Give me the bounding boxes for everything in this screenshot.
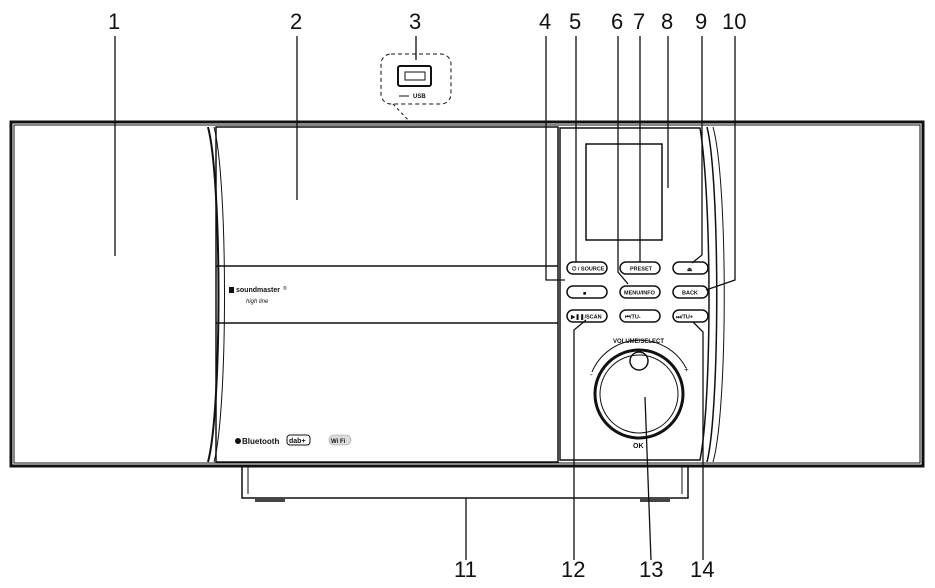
callout-5: 5: [569, 9, 581, 34]
callout-6: 6: [611, 9, 623, 34]
eject-button[interactable]: ⏏: [672, 261, 709, 275]
brand-model: high line: [246, 299, 269, 305]
dab-logo-box: [286, 434, 311, 446]
brand-logo-icon: [229, 287, 234, 293]
back-button[interactable]: BACK: [672, 285, 709, 299]
dab-logo: dab+: [289, 438, 306, 445]
bluetooth-logo: Bluetooth: [242, 437, 279, 446]
volume-minus: -: [590, 370, 593, 379]
left-speaker-edge: [207, 126, 220, 463]
cabinet-outer: [9, 120, 925, 468]
wifi-logo: Wi Fi: [331, 439, 346, 445]
preset-button[interactable]: PRESET: [619, 261, 661, 275]
stop-icon: ■: [583, 291, 586, 297]
cd-panel: [215, 126, 559, 463]
callout-7: 7: [633, 9, 645, 34]
callout-9: 9: [695, 9, 707, 34]
volume-select-knob[interactable]: [593, 348, 685, 440]
svg-text:PRESET: PRESET: [630, 267, 653, 273]
ok-label: OK: [633, 443, 644, 450]
volume-plus: +: [684, 365, 689, 374]
leader-lines: [114, 36, 736, 561]
svg-text:⏭/TU+: ⏭/TU+: [676, 315, 693, 321]
eject-icon: ⏏: [687, 267, 693, 273]
stop-button[interactable]: ■: [566, 285, 608, 299]
callout-numbers: 1 2 3 4 5 6 7 8 9 10 11 12 13 14: [108, 9, 746, 582]
source-button[interactable]: ⏻ / SOURCE: [566, 261, 608, 275]
brand-name: soundmaster: [236, 287, 280, 294]
callout-4: 4: [539, 9, 551, 34]
stand-base: [241, 466, 689, 499]
svg-text:MENU/INFO: MENU/INFO: [624, 291, 656, 297]
wifi-logo-box: [328, 434, 352, 446]
volume-arc: [591, 339, 687, 373]
svg-text:BACK: BACK: [682, 291, 698, 297]
svg-text:⏮/TU-: ⏮/TU-: [625, 315, 641, 321]
callout-8: 8: [661, 9, 673, 34]
callout-10: 10: [722, 9, 746, 34]
callout-3: 3: [409, 9, 421, 34]
callout-11: 11: [454, 557, 477, 582]
svg-text:▶❚❚/SCAN: ▶❚❚/SCAN: [570, 314, 602, 321]
play-scan-button[interactable]: ▶❚❚/SCAN: [566, 309, 608, 323]
cabinet-inner: [13, 124, 921, 464]
menu-info-button[interactable]: MENU/INFO: [619, 285, 661, 299]
usb-port-icon: [397, 65, 432, 87]
callout-12: 12: [561, 557, 585, 582]
callout-1: 1: [108, 9, 120, 34]
prev-tune-button[interactable]: ⏮/TU-: [619, 309, 661, 323]
lcd-display: [585, 143, 663, 241]
right-speaker-edge: [706, 126, 718, 463]
brand-reg: ®: [283, 285, 287, 292]
usb-label: USB: [413, 94, 426, 100]
svg-text:⏻ / SOURCE: ⏻ / SOURCE: [572, 266, 605, 273]
next-tune-button[interactable]: ⏭/TU+: [672, 309, 709, 323]
bluetooth-icon: [235, 438, 241, 444]
callout-14: 14: [690, 557, 714, 582]
callout-13: 13: [639, 557, 663, 582]
control-panel: [559, 127, 710, 461]
callout-2: 2: [290, 9, 302, 34]
volume-select-label: VOLUME/SELECT: [613, 339, 664, 345]
